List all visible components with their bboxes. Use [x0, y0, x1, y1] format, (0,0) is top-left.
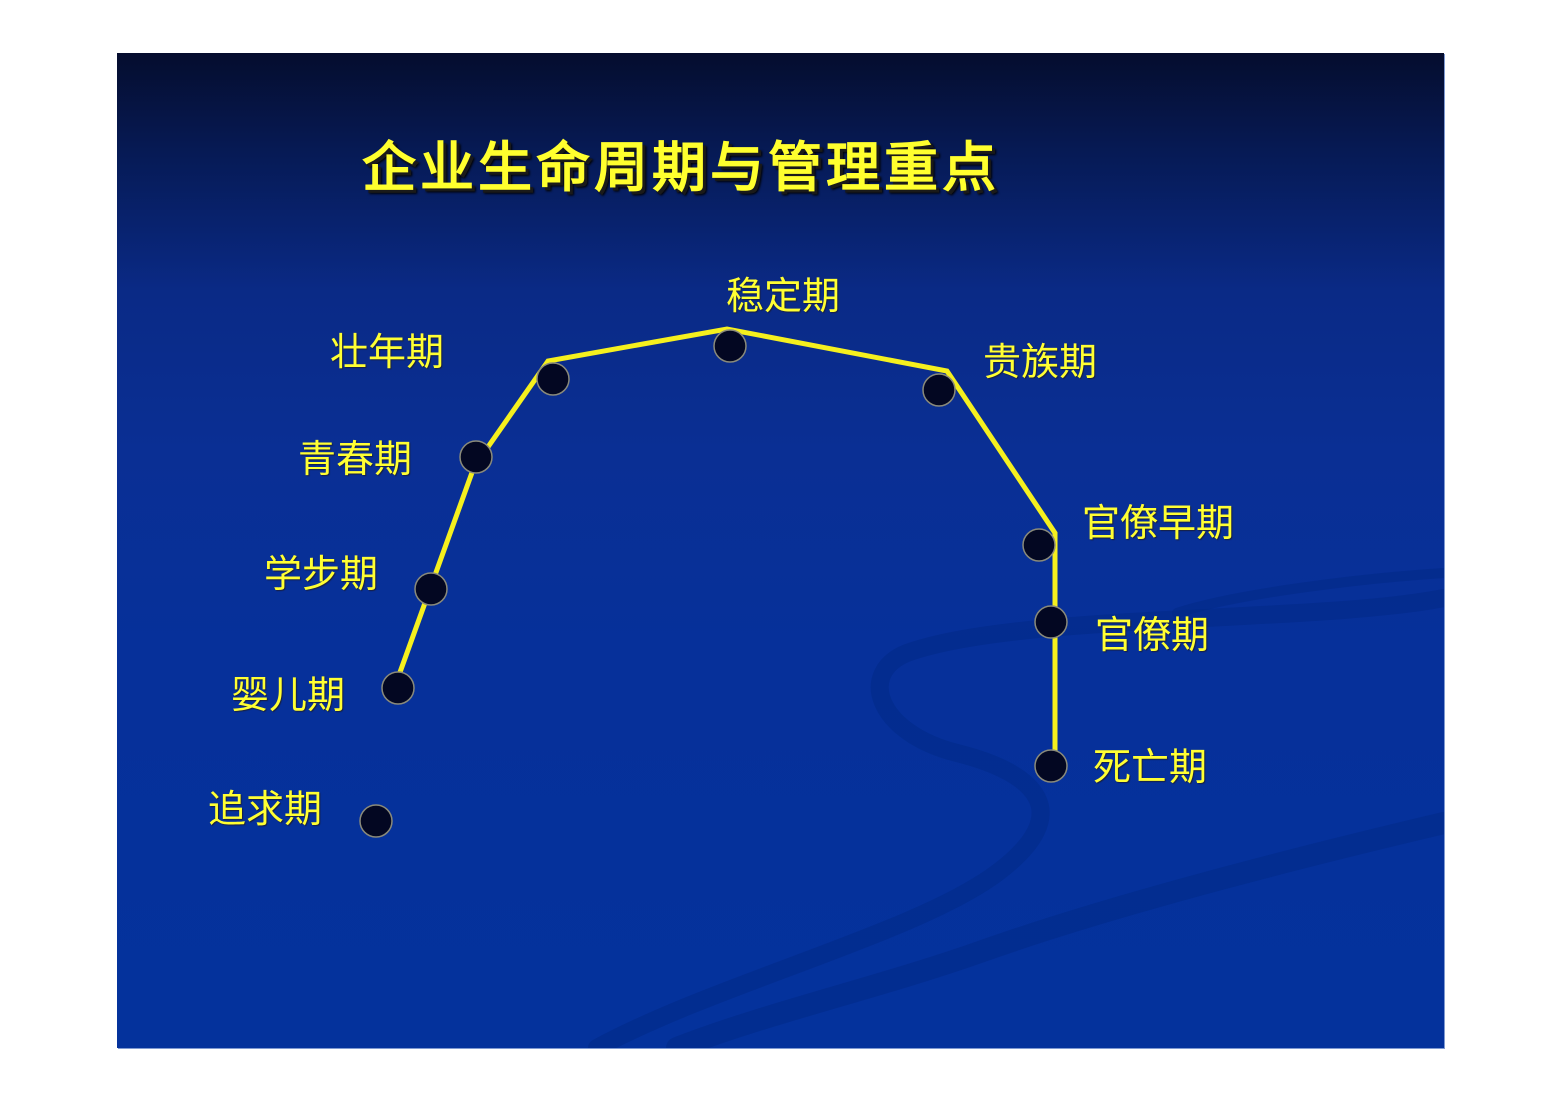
stage-label-aristocracy: 贵族期 — [983, 340, 1098, 384]
lifecycle-diagram — [359, 326, 1444, 1048]
stage-label-bureaucracy: 官僚期 — [1095, 613, 1210, 657]
node-courtship — [359, 804, 393, 838]
stage-label-death: 死亡期 — [1093, 745, 1208, 789]
lifecycle-curve — [396, 326, 1058, 765]
slide-title: 企业生命周期与管理重点 — [362, 136, 1000, 199]
node-early-bureaucracy — [1022, 528, 1056, 562]
node-go-go — [414, 572, 448, 606]
node-bureaucracy — [1034, 605, 1068, 639]
node-death — [1034, 749, 1068, 783]
slide: 企业生命周期与管理重点 追求期 婴儿期 学步期 青春期 壮年期 稳定期 贵族期 … — [117, 53, 1444, 1048]
node-infancy — [381, 671, 415, 705]
stage-label-go-go: 学步期 — [264, 552, 379, 596]
node-prime — [536, 362, 570, 396]
stage-label-prime: 壮年期 — [330, 330, 445, 374]
stage-label-stable: 稳定期 — [726, 274, 841, 318]
node-aristocracy — [922, 373, 956, 407]
stage-label-adolescence: 青春期 — [298, 437, 413, 481]
node-stable — [713, 329, 747, 363]
stage-label-early-bureaucracy: 官僚早期 — [1082, 501, 1235, 545]
stage-label-courtship: 追求期 — [208, 787, 323, 831]
lifecycle-nodes — [359, 329, 1068, 838]
node-adolescence — [459, 440, 493, 474]
background-swirl-decoration — [588, 568, 1444, 1048]
stage-label-infancy: 婴儿期 — [231, 673, 346, 717]
